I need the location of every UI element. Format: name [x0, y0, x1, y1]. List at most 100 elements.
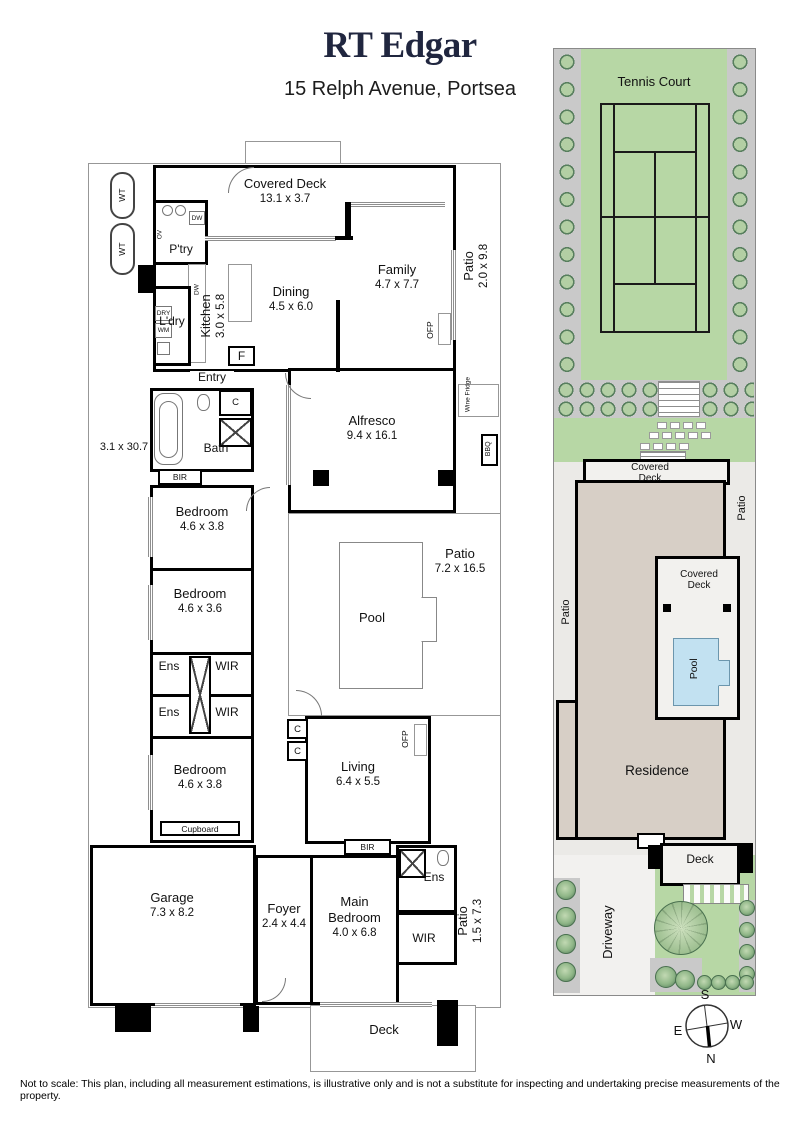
site-label-patio-right: Patio	[735, 495, 748, 521]
laundry-tub	[157, 342, 170, 355]
paver	[688, 432, 698, 439]
court-line	[654, 151, 656, 285]
paver	[679, 443, 689, 450]
pool-shape	[339, 542, 423, 689]
site-pool-step	[718, 660, 730, 686]
wall-pier	[313, 470, 329, 486]
dryer: DRY	[155, 306, 172, 321]
room-label-ensuite-1: Ens	[158, 659, 180, 673]
pool-step	[421, 597, 437, 642]
property-address: 15 Relph Avenue, Portsea	[283, 78, 517, 100]
bbq-label: BBQ	[485, 441, 493, 457]
oven-label: OV	[156, 229, 164, 240]
shower	[399, 849, 426, 878]
window	[205, 236, 336, 241]
water-tank	[110, 172, 135, 219]
bbq-bench	[481, 434, 498, 466]
siteplan-outline	[553, 48, 756, 996]
water-tank-label: WT	[116, 242, 127, 256]
paver	[696, 422, 706, 429]
svg-text:W: W	[730, 1017, 743, 1032]
compass-rose: S N E W	[655, 983, 765, 1068]
built-in-robe: BIR	[158, 469, 202, 485]
garage-door	[155, 1003, 240, 1008]
tennis-court-label: Tennis Court	[617, 74, 691, 89]
room-label-entry: Entry	[190, 370, 234, 385]
wall	[335, 236, 353, 240]
cupboard-bath: C	[219, 390, 252, 416]
washing-machine: WM	[155, 323, 172, 338]
sink-icon	[175, 205, 186, 216]
tree-icon	[675, 970, 695, 990]
room-label-ensuite-2: Ens	[158, 705, 180, 719]
wine-fridge-bench	[458, 384, 499, 417]
tree-row-icon	[554, 49, 581, 380]
paver	[657, 422, 667, 429]
site-label-pool: Pool	[688, 658, 701, 680]
toilet-icon	[197, 394, 210, 411]
tree-icon	[739, 922, 755, 938]
tree-row-icon	[556, 380, 664, 418]
wall	[336, 300, 340, 372]
room-living	[305, 716, 431, 844]
wall-pier	[663, 604, 671, 612]
brand-title: RT Edgar	[323, 25, 477, 66]
site-label-covered-deck-right: Covered Deck	[680, 569, 718, 591]
deck-boards	[683, 884, 749, 904]
paver	[675, 432, 685, 439]
wine-fridge-label: Wine Fridge	[464, 377, 472, 413]
site-label-covered-deck-top: Covered Deck	[631, 462, 669, 484]
site-label-patio-left: Patio	[559, 599, 572, 625]
paver	[640, 443, 650, 450]
room-label-laundry: L'dry	[159, 314, 185, 328]
window	[148, 497, 153, 557]
window	[350, 202, 445, 207]
tree-row-icon	[727, 49, 755, 380]
room-label-wir-2: WIR	[215, 705, 239, 719]
compass-icon: S N E W	[674, 987, 743, 1066]
water-tank-label: WT	[116, 188, 127, 202]
tree-icon	[556, 907, 576, 927]
room-label-bath: Bath	[203, 441, 229, 455]
wall	[150, 568, 254, 571]
built-in-robe: BIR	[344, 839, 391, 855]
fridge: F	[228, 346, 255, 366]
disclaimer-text: Not to scale: This plan, including all m…	[20, 1078, 780, 1102]
fireplace-box	[414, 724, 427, 756]
tree-icon	[556, 934, 576, 954]
paver	[670, 422, 680, 429]
site-pool	[673, 638, 719, 706]
fireplace-label: OFP	[399, 730, 410, 748]
paver	[662, 432, 672, 439]
wall	[150, 736, 254, 739]
tree-icon	[556, 962, 576, 982]
court-line	[613, 105, 615, 331]
room-foyer	[255, 855, 313, 1005]
paver	[683, 422, 693, 429]
tree-icon	[739, 944, 755, 960]
toilet-icon	[437, 850, 449, 866]
dishwasher: DW	[189, 211, 205, 225]
sink-icon	[162, 205, 173, 216]
site-label-deck: Deck	[686, 852, 714, 866]
tree-icon	[556, 880, 576, 900]
dishwasher-label: DW	[193, 284, 201, 295]
room-label-wir-1: WIR	[215, 659, 239, 673]
wall-pier	[723, 604, 731, 612]
wall-pier	[437, 1000, 458, 1046]
wall-pier	[648, 845, 660, 869]
wall-pier	[243, 1006, 259, 1032]
chimney-outline	[245, 141, 341, 164]
stairs	[658, 381, 700, 417]
